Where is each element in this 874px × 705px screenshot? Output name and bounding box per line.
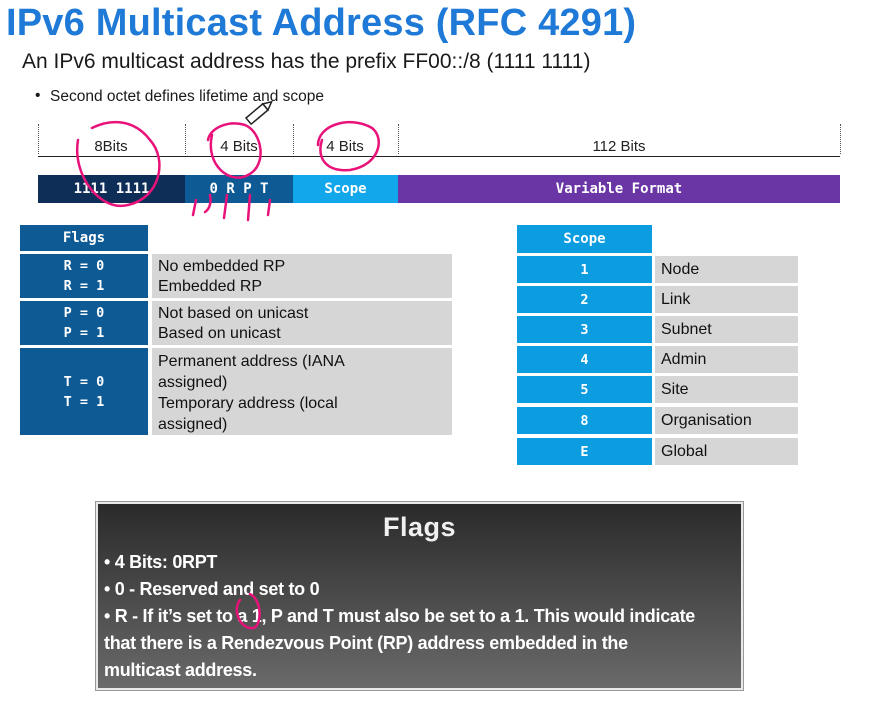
flags-desc-p0: Not based on unicast — [158, 305, 309, 322]
dim-label-4bits-scope: 4 Bits — [322, 138, 368, 155]
flags-desc-t-line4: assigned) — [158, 416, 228, 433]
flags-desc-t-line1: Permanent address (IANA — [158, 353, 345, 370]
scope-name: Site — [655, 376, 798, 403]
flags-note-title: Flags — [382, 512, 457, 542]
scope-name: Node — [655, 256, 798, 283]
flags-table-header: Flags — [20, 225, 148, 251]
flags-desc-t-line2: assigned) — [158, 374, 228, 391]
segment-prefix: 1111 1111 — [38, 175, 185, 203]
page-title: IPv6 Multicast Address (RFC 4291) — [6, 2, 637, 44]
scope-code: 5 — [517, 376, 652, 403]
scope-code: 4 — [517, 346, 652, 373]
flags-key-t: T = 0 T = 1 — [20, 348, 148, 435]
scope-table-header: Scope — [517, 225, 652, 253]
flags-key-p0: P = 0 — [63, 305, 105, 321]
dim-label-8bits: 8Bits — [90, 138, 132, 155]
flags-key-p1: P = 1 — [63, 325, 105, 341]
segment-variable-format: Variable Format — [398, 175, 840, 203]
flags-note-line: • 4 Bits: 0RPT — [104, 552, 218, 572]
flags-desc-r: No embedded RP Embedded RP — [152, 254, 452, 298]
flags-desc-p: Not based on unicast Based on unicast — [152, 301, 452, 345]
flags-note-line: • R - If it’s set to a 1, P and T must a… — [104, 606, 696, 626]
flags-desc-p1: Based on unicast — [158, 325, 281, 342]
flags-key-t0: T = 0 — [63, 373, 105, 390]
flags-note-line: multicast address. — [104, 660, 257, 680]
flags-note-line: • 0 - Reserved and set to 0 — [104, 579, 320, 599]
flags-note-line: that there is a Rendezvous Point (RP) ad… — [104, 633, 628, 653]
scope-name: Admin — [655, 346, 798, 373]
flags-desc-t-line3: Temporary address (local — [158, 395, 338, 412]
scope-name: Organisation — [655, 407, 798, 434]
flags-key-p: P = 0 P = 1 — [20, 301, 148, 345]
flags-note-box: Flags • 4 Bits: 0RPT • 0 - Reserved and … — [96, 502, 743, 690]
scope-code: 3 — [517, 316, 652, 343]
segment-scope: Scope — [293, 175, 398, 203]
flags-desc-r0: No embedded RP — [158, 258, 286, 275]
segment-flags: 0 R P T — [185, 175, 293, 203]
scope-code: 1 — [517, 256, 652, 283]
flags-key-r: R = 0 R = 1 — [20, 254, 148, 298]
flags-desc-t: Permanent address (IANA assigned) Tempor… — [152, 348, 452, 435]
scope-name: Subnet — [655, 316, 798, 343]
scope-code: 8 — [517, 407, 652, 434]
dim-label-112bits: 112 Bits — [588, 138, 650, 155]
flags-key-r0: R = 0 — [63, 258, 105, 274]
flags-desc-r1: Embedded RP — [158, 278, 263, 295]
bullet-text: Second octet defines lifetime and scope — [35, 87, 324, 106]
scope-name: Link — [655, 286, 798, 313]
flags-key-t1: T = 1 — [63, 393, 105, 410]
scope-code: 2 — [517, 286, 652, 313]
scope-code: E — [517, 438, 652, 465]
subtitle: An IPv6 multicast address has the prefix… — [22, 50, 591, 73]
dim-label-4bits-flags: 4 Bits — [216, 138, 262, 155]
flags-key-r1: R = 1 — [63, 278, 105, 294]
scope-name: Global — [655, 438, 798, 465]
